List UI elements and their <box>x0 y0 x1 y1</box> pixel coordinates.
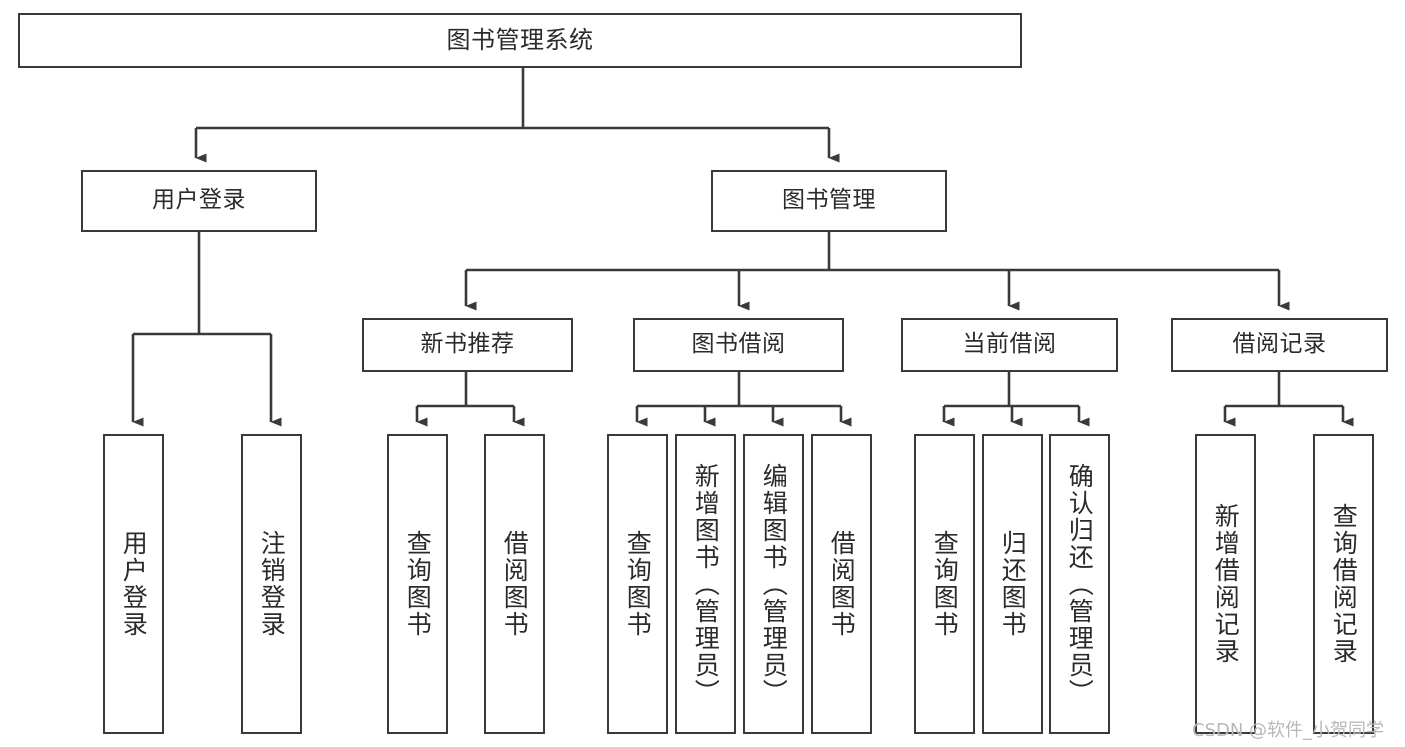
node-leaf-edit-book[interactable]: 编辑图书（管理员） <box>743 434 804 734</box>
node-leaf-query-record-label: 查询借阅记录 <box>1329 503 1359 665</box>
node-leaf-borrow-book-2-label: 借阅图书 <box>827 530 857 638</box>
node-user-login[interactable]: 用户登录 <box>81 170 317 232</box>
node-current-borrow-label: 当前借阅 <box>962 331 1057 358</box>
node-leaf-query-record[interactable]: 查询借阅记录 <box>1313 434 1374 734</box>
node-leaf-return-book-label: 归还图书 <box>998 530 1028 638</box>
node-leaf-borrow-book-2[interactable]: 借阅图书 <box>811 434 872 734</box>
node-root[interactable]: 图书管理系统 <box>18 13 1022 68</box>
node-borrow-record-label: 借阅记录 <box>1232 331 1327 358</box>
node-leaf-add-book[interactable]: 新增图书（管理员） <box>675 434 736 734</box>
node-new-book-rec[interactable]: 新书推荐 <box>362 318 573 372</box>
node-leaf-edit-book-label: 编辑图书（管理员） <box>759 462 789 706</box>
node-leaf-user-login-label: 用户登录 <box>119 530 149 638</box>
node-leaf-query-book-3[interactable]: 查询图书 <box>914 434 975 734</box>
node-book-manage-label: 图书管理 <box>782 187 876 214</box>
node-leaf-borrow-book-1[interactable]: 借阅图书 <box>484 434 545 734</box>
node-book-manage[interactable]: 图书管理 <box>711 170 947 232</box>
node-book-borrow-label: 图书借阅 <box>691 331 786 358</box>
node-leaf-query-book-3-label: 查询图书 <box>930 530 960 638</box>
node-leaf-user-login[interactable]: 用户登录 <box>103 434 164 734</box>
node-borrow-record[interactable]: 借阅记录 <box>1171 318 1388 372</box>
node-leaf-confirm-return[interactable]: 确认归还（管理员） <box>1049 434 1110 734</box>
node-leaf-user-logout-label: 注销登录 <box>257 530 287 638</box>
node-leaf-query-book-1-label: 查询图书 <box>403 530 433 638</box>
node-leaf-user-logout[interactable]: 注销登录 <box>241 434 302 734</box>
node-leaf-query-book-2[interactable]: 查询图书 <box>607 434 668 734</box>
node-leaf-query-book-1[interactable]: 查询图书 <box>387 434 448 734</box>
node-leaf-query-book-2-label: 查询图书 <box>623 530 653 638</box>
node-book-borrow[interactable]: 图书借阅 <box>633 318 844 372</box>
node-current-borrow[interactable]: 当前借阅 <box>901 318 1118 372</box>
node-new-book-rec-label: 新书推荐 <box>420 331 515 358</box>
node-leaf-confirm-return-label: 确认归还（管理员） <box>1065 462 1095 706</box>
node-leaf-borrow-book-1-label: 借阅图书 <box>500 530 530 638</box>
node-root-label: 图书管理系统 <box>446 26 594 55</box>
node-leaf-add-record[interactable]: 新增借阅记录 <box>1195 434 1256 734</box>
node-leaf-add-book-label: 新增图书（管理员） <box>691 462 721 706</box>
node-leaf-add-record-label: 新增借阅记录 <box>1211 503 1241 665</box>
watermark-text: CSDN @软件_小贺同学 <box>1192 720 1385 741</box>
node-leaf-return-book[interactable]: 归还图书 <box>982 434 1043 734</box>
node-user-login-label: 用户登录 <box>152 187 246 214</box>
